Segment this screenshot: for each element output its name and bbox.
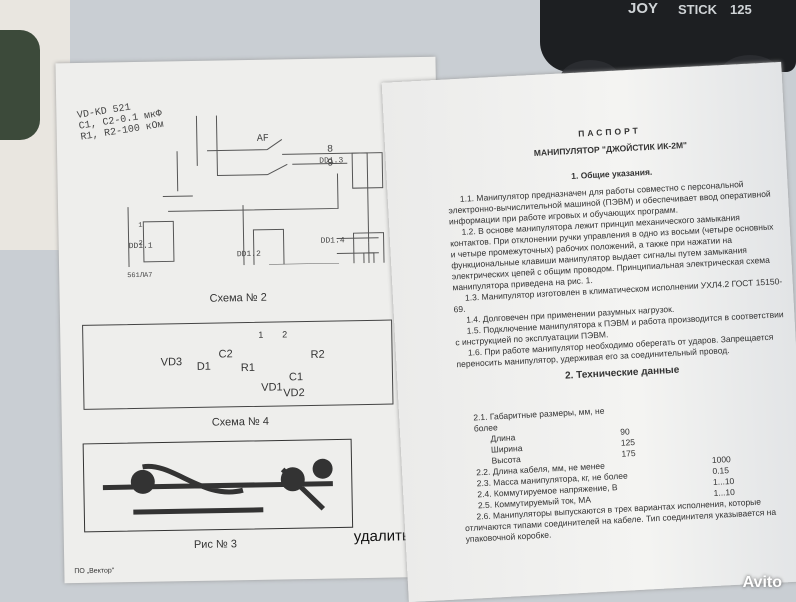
publisher-footer: ПО „Вектор" xyxy=(74,567,115,576)
avito-watermark: Avito xyxy=(742,574,782,591)
fig-3-caption: Рис № 3 xyxy=(193,538,238,552)
pin-label: 8 xyxy=(326,144,334,156)
passport-text: ПАСПОРТ МАНИПУЛЯТОР "ДЖОЙСТИК ИК-2М" 1. … xyxy=(444,112,795,545)
switch-label: AF xyxy=(256,133,269,145)
schematic-sheet: VD-KD 521 C1, C2-0.1 мкФ R1, R2-100 кОм … xyxy=(55,56,445,584)
board-part: VD3 xyxy=(160,356,183,369)
spec-value: 0.15 xyxy=(712,465,730,477)
board-part: C1 xyxy=(288,371,304,384)
pin-label: 1 xyxy=(138,221,143,230)
schema-2-caption: Схема № 2 xyxy=(209,291,267,305)
pin-label: 9 xyxy=(327,158,334,170)
board-part: C2 xyxy=(218,348,233,361)
schema-2-diagram xyxy=(127,115,385,268)
passport-sheet: ПАСПОРТ МАНИПУЛЯТОР "ДЖОЙСТИК ИК-2М" 1. … xyxy=(381,61,796,602)
board-part: R2 xyxy=(310,348,325,361)
chip-type: 561ЛА7 xyxy=(127,271,153,281)
background-device xyxy=(0,30,40,140)
schema-4-caption: Схема № 4 xyxy=(211,415,270,429)
board-part: R1 xyxy=(240,361,256,375)
chip-label: DD1.2 xyxy=(236,249,261,260)
pcb-trace-figure xyxy=(82,438,354,533)
board-part: 2 xyxy=(282,329,288,340)
board-part: VD2 xyxy=(283,387,305,400)
pin-label: 2 xyxy=(138,239,143,248)
device-label: STICK xyxy=(678,2,717,17)
remove-annotation: удалить xyxy=(353,527,410,546)
board-part: VD1 xyxy=(261,381,283,394)
chip-label: DD1.4 xyxy=(320,236,345,246)
device-label: 125 xyxy=(730,2,752,17)
board-part: 1 xyxy=(258,329,264,340)
device-label: JOY xyxy=(628,0,659,17)
board-part: D1 xyxy=(196,360,211,373)
schema-4-board xyxy=(82,319,394,410)
